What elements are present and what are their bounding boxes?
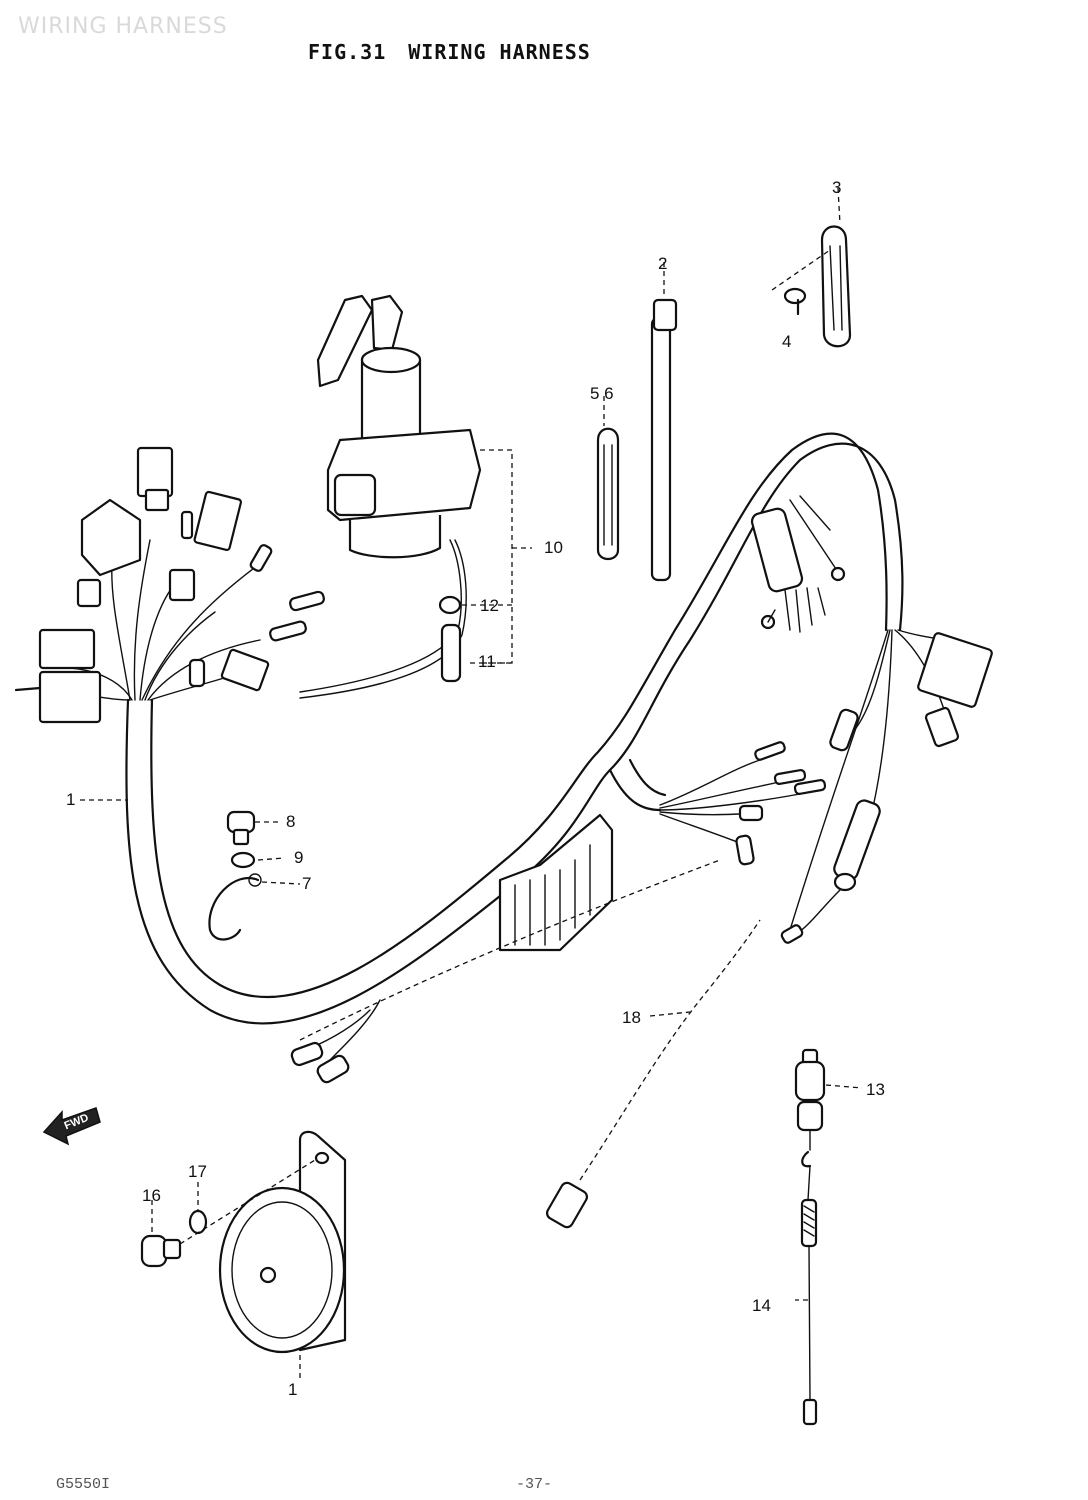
screw-4 <box>783 287 807 305</box>
horn <box>218 1130 347 1354</box>
figure-title: FIG.31 WIRING HARNESS <box>308 40 591 64</box>
callout-16: 16 <box>142 1186 161 1205</box>
footer-page: -37- <box>516 1476 553 1493</box>
callout-4: 4 <box>782 332 792 351</box>
mid-branch-terminals <box>659 741 827 866</box>
figure-number: FIG.31 <box>308 40 387 64</box>
callout-2: 2 <box>658 254 668 273</box>
cable-18-end <box>545 1181 589 1229</box>
callout-18: 18 <box>622 1008 641 1027</box>
hook-bolt-washer <box>208 810 301 941</box>
washer-12 <box>438 595 462 615</box>
callout-17: 17 <box>188 1162 207 1181</box>
callout-3: 3 <box>832 178 842 197</box>
watermark-text: WIRING HARNESS <box>18 14 228 39</box>
callout-13: 13 <box>866 1080 885 1099</box>
left-connector-cluster <box>14 446 325 724</box>
main-harness <box>125 432 904 1025</box>
callout-1-horn: 1 <box>288 1380 298 1399</box>
callout-5-6: 5 6 <box>590 384 614 403</box>
callout-1: 1 <box>66 790 76 809</box>
clamp-5-6 <box>596 427 620 561</box>
callout-8: 8 <box>286 812 296 831</box>
right-relay <box>750 495 846 633</box>
connector-left-mid <box>38 628 96 670</box>
connector-right <box>193 490 242 552</box>
clamp-3 <box>820 225 852 348</box>
bulb-socket-13-14 <box>794 1048 863 1426</box>
harness-block <box>498 813 614 952</box>
callout-11: 11 <box>478 652 496 671</box>
connector-top <box>136 446 174 498</box>
connector-left-top <box>80 498 142 577</box>
fwd-arrow <box>42 1107 101 1146</box>
harness-right-end <box>780 629 993 944</box>
callout-10: 10 <box>544 538 563 557</box>
bolt-16 <box>140 1234 168 1268</box>
key-2 <box>370 294 404 352</box>
callout-9: 9 <box>294 848 304 867</box>
footer-code: G5550I <box>56 1476 111 1493</box>
pin-11 <box>440 623 462 683</box>
callout-7: 7 <box>302 874 312 893</box>
callout-12: 12 <box>480 596 499 615</box>
band-2 <box>650 298 678 582</box>
callout-14: 14 <box>752 1296 771 1315</box>
connector-left-bottom <box>38 670 102 724</box>
ignition-switch <box>299 294 482 699</box>
figure-name: WIRING HARNESS <box>408 40 591 64</box>
